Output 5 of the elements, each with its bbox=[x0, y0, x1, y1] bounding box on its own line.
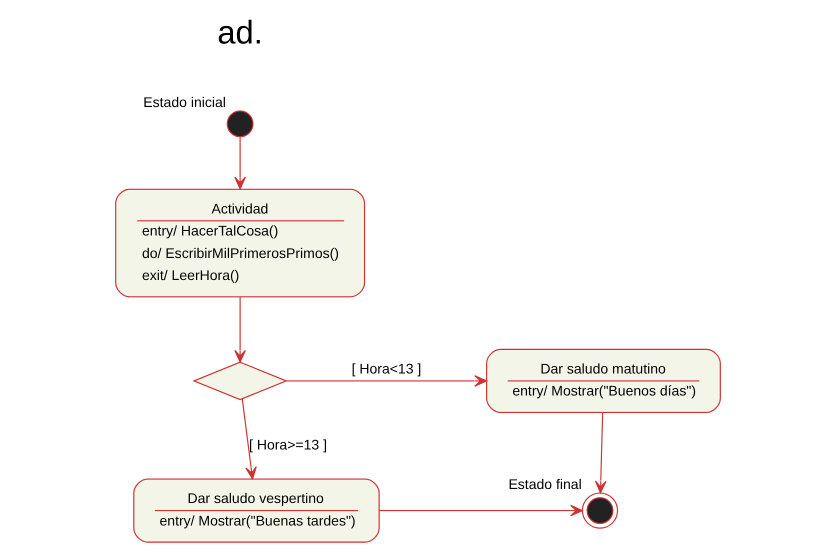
edge-label: [ Hora>=13 ] bbox=[248, 436, 326, 452]
edge-label: [ Hora<13 ] bbox=[351, 360, 421, 376]
label: ad. bbox=[216, 14, 262, 51]
node-label: Estado final bbox=[508, 476, 582, 492]
node-label: Estado inicial bbox=[142, 94, 226, 110]
